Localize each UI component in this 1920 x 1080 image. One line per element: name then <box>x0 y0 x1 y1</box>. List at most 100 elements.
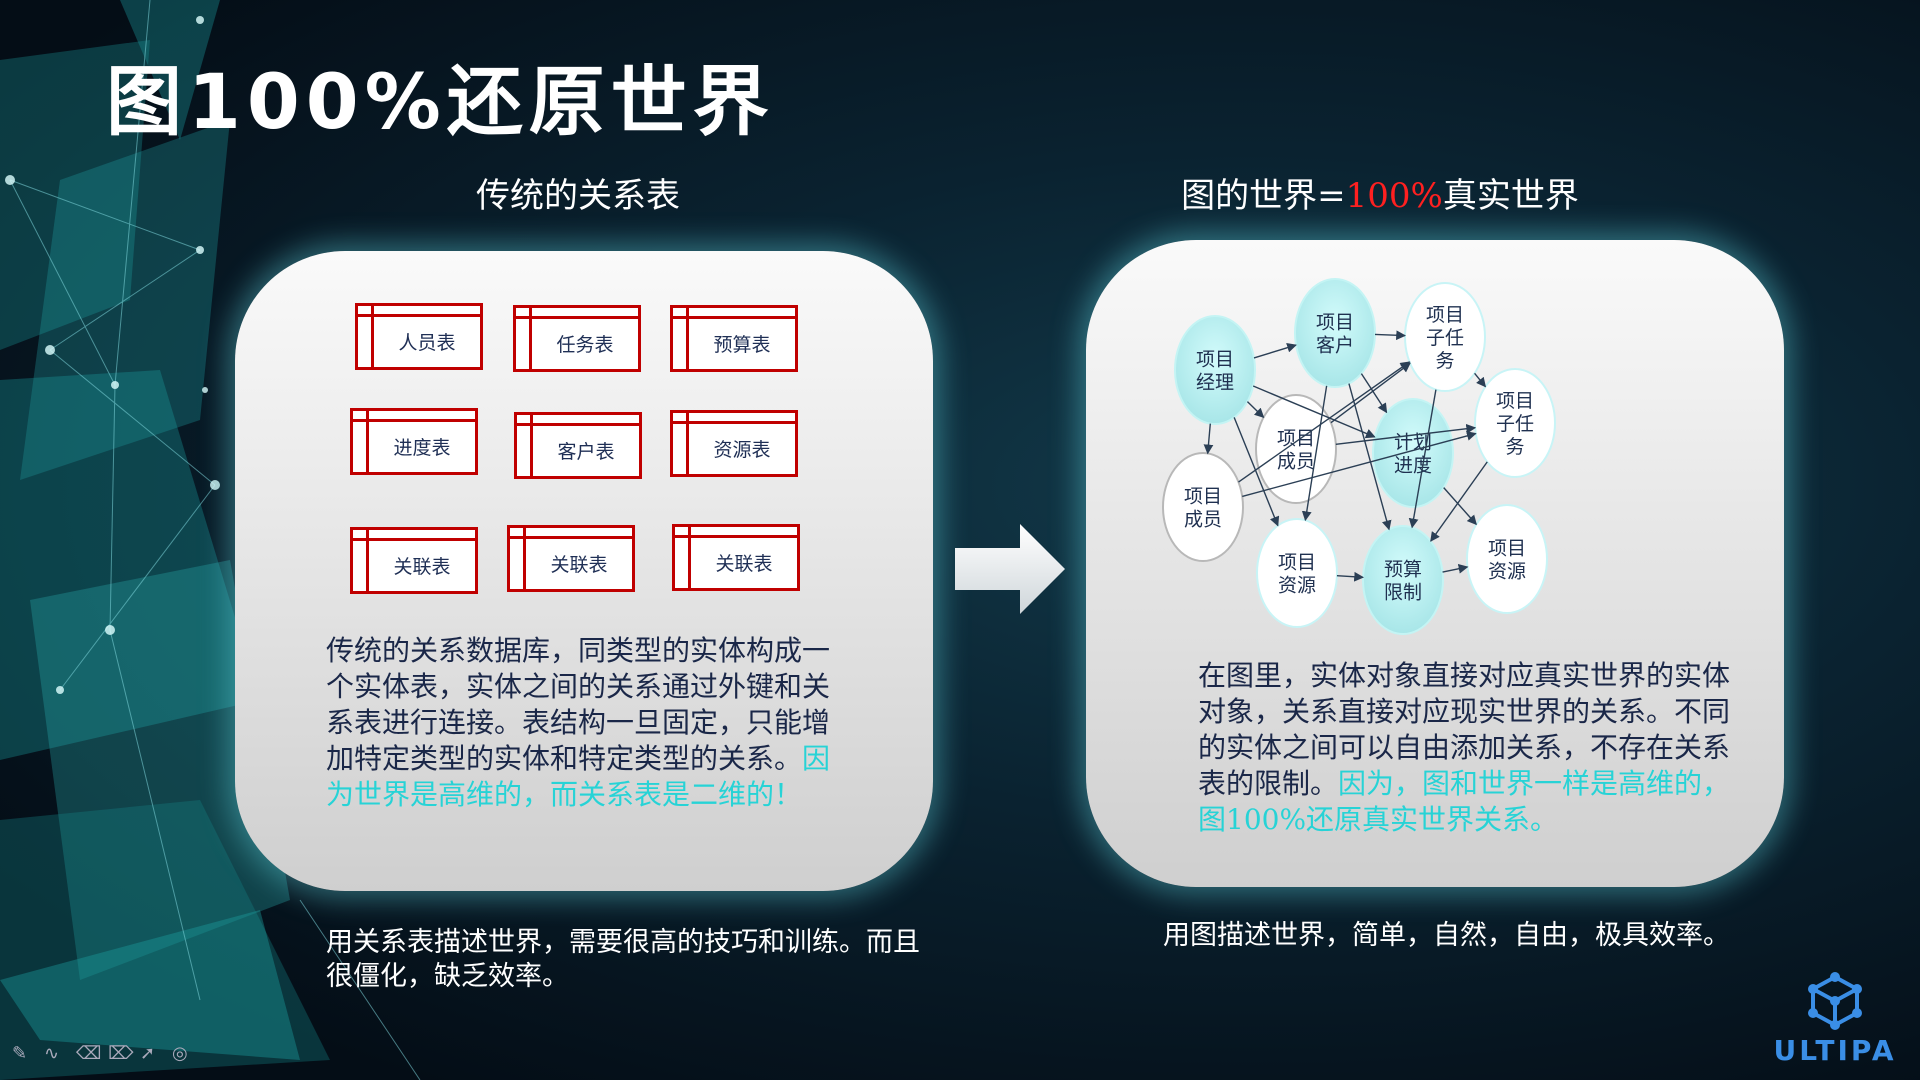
graph-edge <box>1252 385 1376 439</box>
node-label: 项目 <box>1426 304 1464 326</box>
pointer-icon[interactable]: ➚ <box>140 1043 156 1064</box>
graph-edge <box>1442 563 1469 574</box>
left-description-highlight: 因为世界是高维的，而关系表是二维的！ <box>326 742 831 811</box>
table-box: 关联表 <box>672 524 800 591</box>
right-description-highlight: 因为，图和世界一样是高维的，图100%还原真实世界关系。 <box>1198 767 1731 836</box>
node-ellipse <box>1372 398 1454 508</box>
node-ellipse <box>1294 278 1376 388</box>
table-label: 关联表 <box>550 554 608 576</box>
node-ellipse <box>1256 518 1338 628</box>
node-ellipse <box>1466 504 1548 614</box>
node-ellipse <box>1162 452 1244 562</box>
right-heading: 图的世界=100%真实世界 <box>1181 168 1579 217</box>
node-ellipse <box>1174 315 1256 425</box>
annotation-toolbar: ✎ ∿ ⌫ ⌦ ➚ ◎ <box>12 1044 192 1064</box>
table-label: 预算表 <box>713 334 771 356</box>
graph-edge <box>1203 423 1214 455</box>
graph-edge <box>1336 571 1365 582</box>
graph-edge <box>1330 362 1411 424</box>
node-label: 项目 <box>1196 349 1234 371</box>
table-label: 关联表 <box>393 556 451 578</box>
node-label: 资源 <box>1278 575 1316 597</box>
table-label: 关联表 <box>715 553 773 575</box>
laser-icon[interactable]: ◎ <box>172 1043 188 1064</box>
node-label: 成员 <box>1184 509 1222 531</box>
graph-edge <box>1474 372 1487 388</box>
page-title: 图100%还原世界 <box>106 57 775 146</box>
graph-edge <box>1374 330 1406 341</box>
node-label: 项目 <box>1316 312 1354 334</box>
graph-edge <box>1242 431 1477 498</box>
ultipa-logo: ULTIPA <box>1770 972 1900 1067</box>
node-label: 务 <box>1505 436 1524 458</box>
table-box: 资源表 <box>670 410 798 477</box>
node-label: 客户 <box>1316 335 1354 357</box>
node-label: 子任 <box>1426 327 1464 349</box>
table-box: 人员表 <box>355 303 483 370</box>
table-label: 资源表 <box>713 439 771 461</box>
freehand-icon[interactable]: ∿ <box>44 1043 60 1064</box>
left-footer-text: 用关系表描述世界，需要很高的技巧和训练。而且很僵化，缺乏效率。 <box>326 927 920 992</box>
table-label: 客户表 <box>557 441 615 463</box>
graph-edge <box>1348 383 1392 531</box>
logo-text: ULTIPA <box>1773 1034 1897 1067</box>
right-footer-text: 用图描述世界，简单，自然，自由，极具效率。 <box>1163 920 1730 951</box>
graph-edge <box>1408 389 1437 529</box>
table-box: 任务表 <box>513 305 641 372</box>
node-label: 子任 <box>1496 413 1534 435</box>
right-arrow-icon <box>955 524 1065 614</box>
highlighter-icon[interactable]: ⌫ <box>76 1043 102 1064</box>
node-label: 资源 <box>1488 561 1526 583</box>
graph-edge <box>1430 461 1488 542</box>
graph-edge <box>1443 487 1477 526</box>
node-label: 项目 <box>1496 390 1534 412</box>
table-box: 进度表 <box>350 408 478 475</box>
node-label: 项目 <box>1277 428 1315 450</box>
right-description: 在图里，实体对象直接对应真实世界的实体对象，关系直接对应现实世界的关系。不同的实… <box>1198 658 1746 838</box>
node-label: 项目 <box>1488 538 1526 560</box>
graph-edge <box>1301 385 1328 522</box>
table-box: 关联表 <box>507 525 635 592</box>
node-ellipse <box>1474 368 1556 478</box>
node-label: 进度 <box>1394 455 1432 477</box>
graph-edge <box>1335 423 1477 445</box>
node-label: 项目 <box>1184 486 1222 508</box>
cube-logo-icon <box>1808 972 1862 1030</box>
right-heading-post: 真实世界 <box>1442 176 1579 216</box>
table-label: 任务表 <box>556 334 614 356</box>
graph-edge <box>1238 361 1411 483</box>
table-box: 关联表 <box>350 527 478 594</box>
table-box: 预算表 <box>670 305 798 372</box>
left-description-text: 传统的关系数据库，同类型的实体构成一个实体表，实体之间的关系通过外键和关系表进行… <box>326 634 831 775</box>
right-heading-pre: 图的世界= <box>1181 176 1346 216</box>
right-heading-percent: 100% <box>1345 176 1443 216</box>
table-label: 人员表 <box>398 332 456 354</box>
graph-edge <box>1360 373 1388 414</box>
node-label: 务 <box>1435 350 1454 372</box>
right-description-text: 在图里，实体对象直接对应真实世界的实体对象，关系直接对应现实世界的关系。不同的实… <box>1198 659 1731 800</box>
left-description: 传统的关系数据库，同类型的实体构成一个实体表，实体之间的关系通过外键和关系表进行… <box>326 633 846 813</box>
graph-edge <box>1253 342 1297 359</box>
table-label: 进度表 <box>393 437 451 459</box>
pen-icon[interactable]: ✎ <box>12 1043 28 1064</box>
graph-edge <box>1233 417 1280 527</box>
eraser-icon[interactable]: ⌦ <box>108 1043 134 1064</box>
left-heading: 传统的关系表 <box>476 176 680 216</box>
node-label: 成员 <box>1277 451 1315 473</box>
node-label: 项目 <box>1278 552 1316 574</box>
node-label: 限制 <box>1384 582 1422 604</box>
graph-edge <box>1246 401 1265 419</box>
node-label: 预算 <box>1384 559 1422 581</box>
